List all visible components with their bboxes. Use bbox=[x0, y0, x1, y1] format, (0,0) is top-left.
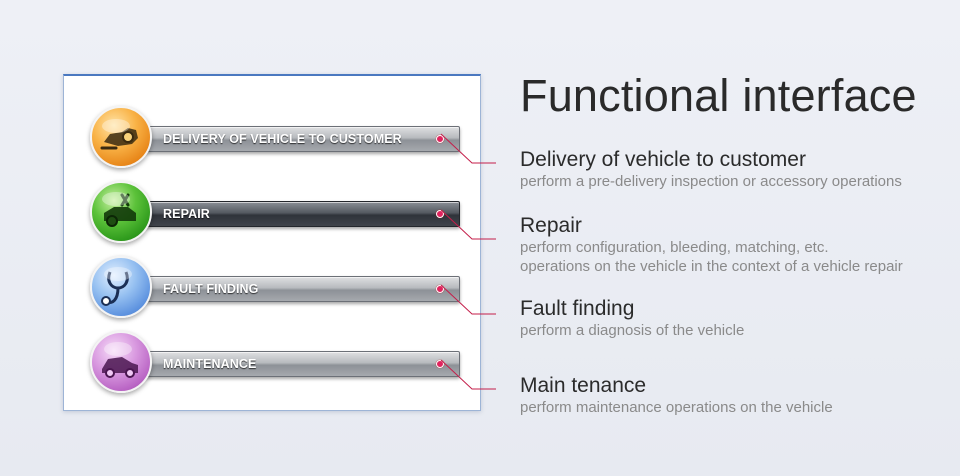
description-repair: Repair perform configuration, bleeding, … bbox=[520, 213, 950, 276]
menu-item-fault-finding[interactable]: FAULT FINDING bbox=[90, 256, 462, 320]
menu-item-delivery[interactable]: DELIVERY OF VEHICLE TO CUSTOMER bbox=[90, 106, 462, 170]
menu-dot-maintenance bbox=[436, 360, 444, 368]
menu-label-repair: REPAIR bbox=[163, 207, 210, 221]
menu-bar-delivery[interactable]: DELIVERY OF VEHICLE TO CUSTOMER bbox=[138, 126, 460, 152]
description-text-repair-2: operations on the vehicle in the context… bbox=[520, 258, 903, 275]
delivery-vehicle-icon[interactable] bbox=[90, 106, 152, 168]
function-menu-panel: DELIVERY OF VEHICLE TO CUSTOMER REPAIR bbox=[63, 74, 481, 411]
description-title-maintenance: Main tenance bbox=[520, 374, 647, 397]
description-title-repair: Repair bbox=[520, 214, 582, 237]
menu-dot-fault-finding bbox=[436, 285, 444, 293]
menu-dot-delivery bbox=[436, 135, 444, 143]
menu-bar-repair[interactable]: REPAIR bbox=[138, 201, 460, 227]
description-title-fault-finding: Fault finding bbox=[520, 297, 635, 320]
menu-bar-fault-finding[interactable]: FAULT FINDING bbox=[138, 276, 460, 302]
menu-label-fault-finding: FAULT FINDING bbox=[163, 282, 259, 296]
menu-label-delivery: DELIVERY OF VEHICLE TO CUSTOMER bbox=[163, 132, 402, 146]
stethoscope-icon[interactable] bbox=[90, 256, 152, 318]
description-fault-finding: Fault finding perform a diagnosis of the… bbox=[520, 296, 950, 340]
maintenance-car-icon[interactable] bbox=[90, 331, 152, 393]
description-title-delivery: Delivery of vehicle to customer bbox=[520, 148, 806, 171]
description-text-delivery: perform a pre-delivery inspection or acc… bbox=[520, 173, 902, 190]
menu-bar-maintenance[interactable]: MAINTENANCE bbox=[138, 351, 460, 377]
repair-tools-icon[interactable] bbox=[90, 181, 152, 243]
description-delivery: Delivery of vehicle to customer perform … bbox=[520, 147, 950, 191]
menu-dot-repair bbox=[436, 210, 444, 218]
menu-label-maintenance: MAINTENANCE bbox=[163, 357, 257, 371]
menu-item-repair[interactable]: REPAIR bbox=[90, 181, 462, 245]
description-text-fault-finding: perform a diagnosis of the vehicle bbox=[520, 322, 745, 339]
page-title: Functional interface bbox=[520, 70, 917, 121]
menu-item-maintenance[interactable]: MAINTENANCE bbox=[90, 331, 462, 395]
description-text-repair-1: perform configuration, bleeding, matchin… bbox=[520, 239, 829, 256]
description-maintenance: Main tenance perform maintenance operati… bbox=[520, 373, 950, 417]
description-text-maintenance: perform maintenance operations on the ve… bbox=[520, 399, 833, 416]
